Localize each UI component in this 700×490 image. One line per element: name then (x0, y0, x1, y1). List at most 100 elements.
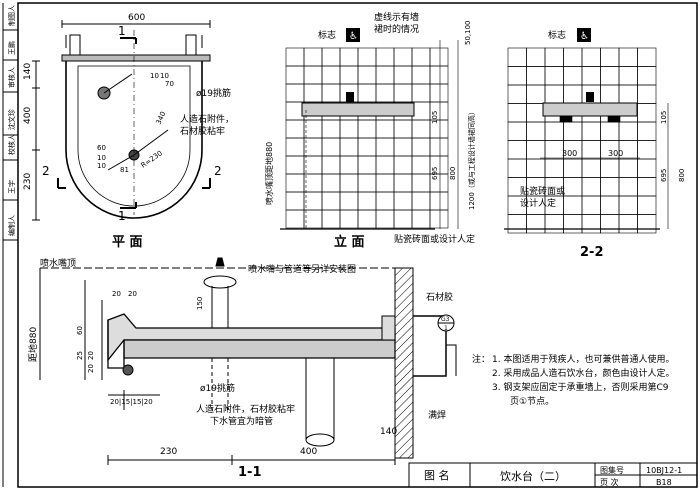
s11-dim-150: 150 (196, 297, 204, 310)
sidebar-item-3: 校核人 (7, 134, 16, 155)
wall-tile (285, 155, 305, 175)
s11-note2: 下水管宜为暗管 (210, 415, 273, 427)
plan-cut-2b: 2 (214, 164, 222, 178)
wall-tile (600, 195, 620, 215)
wall-tile (285, 65, 305, 85)
wall-tile (507, 121, 527, 141)
wall-tile (563, 214, 583, 234)
wall-tile (285, 119, 305, 139)
left-strip (2, 3, 19, 487)
wall-tile (637, 84, 657, 104)
wall-tile (393, 83, 413, 103)
elev-note-dashed: 虚线示有墙 (374, 11, 419, 23)
wall-tile (563, 84, 583, 104)
elev-dim-800: 800 (449, 167, 457, 180)
wall-tile (303, 47, 323, 67)
s11-dist: 距地880 (27, 327, 39, 362)
wall-tile (507, 84, 527, 104)
wall-tile (563, 195, 583, 215)
elevation-view (280, 40, 459, 230)
plan-dim-140: 140 (23, 63, 33, 80)
wall-tile (357, 155, 377, 175)
wall-tile (637, 177, 657, 197)
section22-view (504, 47, 669, 234)
wall-tile (507, 47, 527, 67)
plan-dim-400: 400 (23, 107, 33, 124)
wall-tile (618, 84, 638, 104)
s11-dim-20a: 20 (112, 290, 121, 298)
wall-tile (357, 137, 377, 157)
section11-view (39, 257, 457, 465)
plan-dim-10c: 10 (97, 154, 106, 162)
wall-tile (321, 119, 341, 139)
wall-tile (285, 137, 305, 157)
wall-tile (303, 65, 323, 85)
wall-tile (600, 177, 620, 197)
wall-tile (618, 195, 638, 215)
wall-tile (637, 140, 657, 160)
note-2: 2. 采用成品人造石饮水台，颜色由设计人定。 (492, 367, 674, 379)
tb-set-val: 10BJ12-1 (646, 466, 682, 475)
section11-labels: 喷水嘴顶 喷水嘴与管道等另详安装图 距地880 20 20 150 60 25 … (27, 257, 453, 480)
wall-tile (581, 121, 601, 141)
section22-sign: ♿ (577, 28, 594, 102)
s11-note1: 人造石附件，石材胶粘牢 (196, 403, 295, 415)
wall-tile (393, 209, 413, 229)
wall-tile (429, 65, 449, 85)
plan-view (32, 20, 211, 221)
title-block-text: 图 名 饮水台（二） 图集号 10BJ12-1 页 次 B18 (424, 465, 682, 487)
wall-tile (375, 65, 395, 85)
tb-page-val: B18 (656, 478, 672, 487)
wall-tile (526, 214, 546, 234)
wall-tile (429, 209, 449, 229)
plan-dim-width: 600 (128, 13, 145, 23)
wall-tile (375, 137, 395, 157)
wall-tile (411, 137, 431, 157)
elevation-sign: ♿ (346, 28, 360, 102)
wall-tile (393, 155, 413, 175)
wall-tile (581, 195, 601, 215)
tb-page-label: 页 次 (600, 477, 619, 487)
s11-dim-bottom: 20|15|15|20 (110, 398, 153, 406)
tb-label: 图 名 (424, 468, 450, 482)
wall-tile (411, 65, 431, 85)
wall-tile (357, 47, 377, 67)
elev-dim-spout: 喷水嘴顶距地880 (264, 142, 274, 205)
wall-tile (507, 103, 527, 123)
wall-tile (303, 119, 323, 139)
wall-tile (563, 177, 583, 197)
s22-tile-note2: 设计人定 (520, 197, 556, 209)
sidebar-item-5: 审核人 (7, 67, 16, 88)
wall-tile (581, 214, 601, 234)
wall-tile (429, 137, 449, 157)
elev-dim-50-100: 50,100 (464, 21, 472, 46)
wall-tile (526, 47, 546, 67)
wall-tile (357, 119, 377, 139)
note-3b: 页①节点。 (510, 396, 554, 407)
wall-tile (357, 173, 377, 193)
s11-dim-140: 140 (380, 427, 397, 437)
wall-tile (526, 140, 546, 160)
wall-tile (544, 214, 564, 234)
plan-dim-70: 70 (165, 80, 174, 88)
wall-tile (637, 158, 657, 178)
plan-note1: 人造石附件， (180, 113, 234, 125)
wall-tile (285, 83, 305, 103)
s22-dim-300a: 300 (562, 149, 577, 158)
s11-dim-20d: 20 (87, 364, 95, 373)
wall-tile (285, 191, 305, 211)
wall-tile (303, 83, 323, 103)
wall-tile (526, 121, 546, 141)
wall-tile (375, 173, 395, 193)
plan-rebar: ø19挑筋 (196, 87, 231, 99)
s11-detail-top: G3 (441, 316, 450, 323)
s11-spout-note: 喷水嘴与管道等另详安装图 (248, 263, 356, 275)
wall-tile (429, 191, 449, 211)
svg-text:♿: ♿ (580, 31, 589, 42)
title-block (408, 462, 698, 488)
wall-tile (507, 140, 527, 160)
wall-tile (618, 177, 638, 197)
wall-tile (321, 155, 341, 175)
wall-tile (526, 158, 546, 178)
